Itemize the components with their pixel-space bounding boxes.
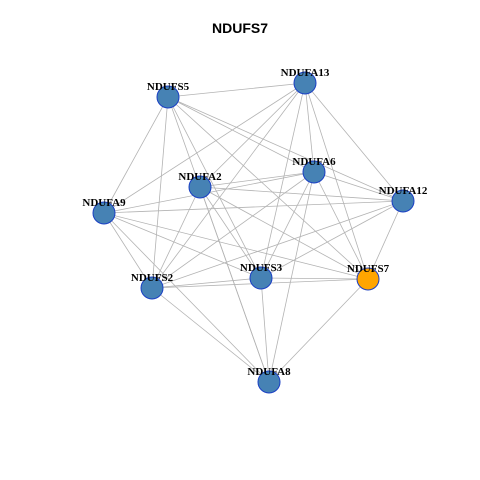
edge-ndufs5-ndufa9 <box>103 96 169 214</box>
edge-ndufa13-ndufs3 <box>260 82 306 279</box>
edge-ndufa6-ndufa2 <box>199 171 315 188</box>
edge-ndufa6-ndufa12 <box>313 171 404 202</box>
edge-layer <box>103 82 404 383</box>
node-ndufa12[interactable]: NDUFA12 <box>379 185 428 213</box>
node-circle[interactable] <box>293 71 317 95</box>
node-label: NDUFA13 <box>281 67 330 79</box>
edge-ndufa6-ndufs3 <box>260 171 315 279</box>
edge-ndufa9-ndufs2 <box>103 212 153 289</box>
node-label: NDUFS3 <box>240 262 283 274</box>
node-ndufa13[interactable]: NDUFA13 <box>281 67 330 95</box>
node-circle[interactable] <box>257 370 281 394</box>
node-circle[interactable] <box>140 276 164 300</box>
node-label: NDUFA9 <box>82 197 126 209</box>
node-circle[interactable] <box>188 175 212 199</box>
edge-ndufa9-ndufs7 <box>103 212 369 280</box>
edge-ndufa13-ndufa12 <box>304 82 404 202</box>
edge-ndufa6-ndufa8 <box>268 171 315 383</box>
edge-ndufa12-ndufs7 <box>367 200 404 280</box>
node-label: NDUFA8 <box>247 366 291 378</box>
node-label: NDUFA6 <box>292 156 336 168</box>
edge-ndufs3-ndufa8 <box>260 277 270 383</box>
node-ndufs3[interactable]: NDUFS3 <box>240 262 283 290</box>
edge-ndufs5-ndufa12 <box>167 96 404 202</box>
edge-ndufa12-ndufa9 <box>103 200 404 214</box>
edge-ndufa9-ndufa8 <box>103 212 270 383</box>
node-circle[interactable] <box>391 189 415 213</box>
diagram-title: NDUFS7 <box>211 20 268 36</box>
edge-ndufa2-ndufa12 <box>199 186 404 202</box>
edge-ndufa6-ndufs2 <box>151 171 315 289</box>
node-label: NDUFA2 <box>178 171 222 183</box>
node-layer: NDUFS5 NDUFA13NDUFA6NDUFA2NDUFA12NDUFA9ND… <box>82 67 428 394</box>
edge-ndufa12-ndufs3 <box>260 200 404 279</box>
edge-ndufa12-ndufs2 <box>151 200 404 289</box>
node-label: NDUFS5 <box>147 81 190 93</box>
node-label: NDUFS2 <box>131 272 174 284</box>
node-ndufa8[interactable]: NDUFA8 <box>247 366 291 394</box>
node-circle[interactable] <box>249 266 273 290</box>
edge-ndufa13-ndufs7 <box>304 82 369 280</box>
edge-ndufs2-ndufa8 <box>151 287 270 383</box>
edge-ndufa13-ndufa9 <box>103 82 306 214</box>
edge-ndufa6-ndufs7 <box>313 171 369 280</box>
edge-ndufs5-ndufa6 <box>167 96 315 173</box>
edge-ndufa2-ndufs3 <box>199 186 262 279</box>
node-circle[interactable] <box>356 267 380 291</box>
edge-ndufa13-ndufa6 <box>304 82 315 173</box>
node-ndufa2[interactable]: NDUFA2 <box>178 171 222 199</box>
edge-ndufa13-ndufs2 <box>151 82 306 289</box>
edge-ndufs5-ndufs3 <box>167 96 262 279</box>
edge-ndufa13-ndufa2 <box>199 82 306 188</box>
edge-ndufa2-ndufs7 <box>199 186 369 280</box>
node-ndufa9[interactable]: NDUFA9 <box>82 197 126 225</box>
edge-ndufs5-ndufs7 <box>167 96 369 280</box>
edge-ndufs5-ndufa13 <box>167 82 306 98</box>
edge-ndufa2-ndufs2 <box>151 186 201 289</box>
node-ndufs5[interactable]: NDUFS5 <box>147 81 190 109</box>
edge-ndufs7-ndufa8 <box>268 278 369 383</box>
node-label: NDUFA12 <box>379 185 428 197</box>
edge-ndufs3-ndufs7 <box>260 277 369 280</box>
node-circle[interactable] <box>302 160 326 184</box>
node-label: NDUFS7 <box>347 263 390 275</box>
node-ndufa6[interactable]: NDUFA6 <box>292 156 336 184</box>
edge-ndufa9-ndufs3 <box>103 212 262 279</box>
edge-ndufs5-ndufs2 <box>151 96 169 289</box>
node-ndufs7[interactable]: NDUFS7 <box>347 263 390 291</box>
node-circle[interactable] <box>156 85 180 109</box>
node-circle[interactable] <box>92 201 116 225</box>
edge-ndufs3-ndufs2 <box>151 277 262 289</box>
node-ndufs2[interactable]: NDUFS2 <box>131 272 174 300</box>
